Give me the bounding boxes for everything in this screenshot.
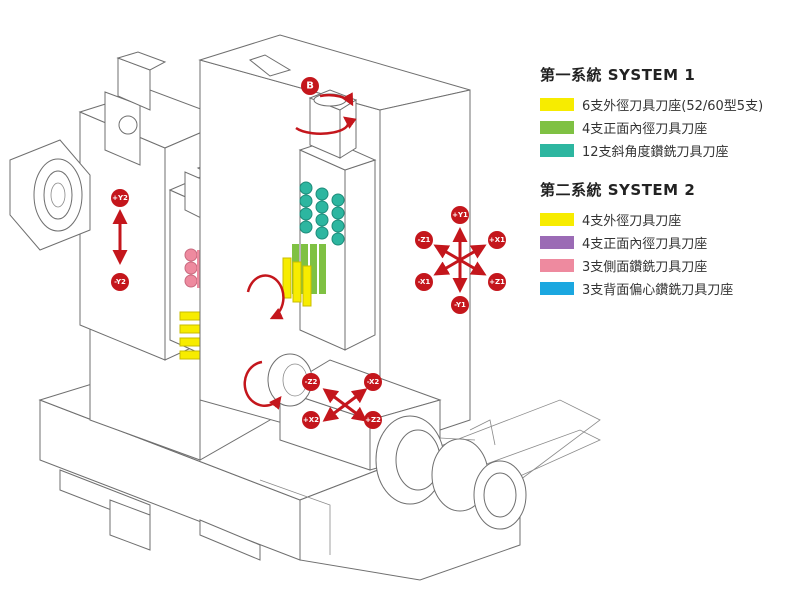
- color-swatch: [540, 143, 574, 157]
- color-swatch: [540, 235, 574, 249]
- axis-x2-plus-label: +X2: [303, 416, 319, 424]
- legend-item-label: 4支正面內徑刀具刀座: [582, 236, 708, 252]
- legend-item: 12支斜角度鑽銑刀具刀座: [540, 139, 790, 161]
- legend-item-label: 12支斜角度鑽銑刀具刀座: [582, 144, 729, 160]
- axis-y2-plus-label: +Y2: [112, 194, 128, 202]
- legend-item-label: 6支外徑刀具刀座(52/60型5支): [582, 98, 764, 114]
- axis-b-label: B: [306, 81, 314, 92]
- axis-y1-plus-label: +Y1: [452, 211, 468, 219]
- system1-yellow-tools: [282, 257, 312, 307]
- axis-z2-minus-badge: -Z2: [302, 373, 320, 391]
- axis1-star-arrows: [433, 227, 487, 293]
- color-swatch: [540, 281, 574, 295]
- axis-b-badge: B: [301, 77, 319, 95]
- axis-z1-plus-label: +Z1: [489, 278, 505, 286]
- legend-item: 3支側面鑽銑刀具刀座: [540, 254, 790, 276]
- right-chuck: [375, 415, 527, 530]
- axis-y1-minus-badge: -Y1: [451, 296, 469, 314]
- axis-z1-minus-badge: -Z1: [415, 231, 433, 249]
- legend-item: 6支外徑刀具刀座(52/60型5支): [540, 93, 790, 115]
- axis-x2-minus-label: -X2: [367, 378, 380, 386]
- legend-system1: 第一系統 SYSTEM 1 6支外徑刀具刀座(52/60型5支) 4支正面內徑刀…: [540, 64, 790, 161]
- legend-system1-title: 第一系統 SYSTEM 1: [540, 66, 696, 84]
- color-swatch: [540, 120, 574, 134]
- rotation-arrows: [243, 92, 357, 410]
- legend-item: 4支正面內徑刀具刀座: [540, 231, 790, 253]
- axis-x2-plus-badge: +X2: [302, 411, 320, 429]
- left-motor: [9, 139, 91, 251]
- legend-item-label: 4支正面內徑刀具刀座: [582, 121, 708, 137]
- axis-z1-plus-badge: +Z1: [488, 273, 506, 291]
- legend-system2-title: 第二系統 SYSTEM 2: [540, 181, 696, 199]
- axis-x1-plus-badge: +X1: [488, 231, 506, 249]
- axis-z2-plus-badge: +Z2: [364, 411, 382, 429]
- axis-y2-plus-badge: +Y2: [111, 189, 129, 207]
- axis-z1-minus-label: -Z1: [418, 236, 431, 244]
- axis-x1-plus-label: +X1: [489, 236, 505, 244]
- axis-z2-plus-label: +Z2: [365, 416, 381, 424]
- color-swatch: [540, 258, 574, 272]
- axis2-cross-arrows: [322, 388, 368, 422]
- axis-y2-minus-badge: -Y2: [111, 273, 129, 291]
- axis-x2-minus-badge: -X2: [364, 373, 382, 391]
- axis-y1-minus-label: -Y1: [454, 301, 466, 309]
- axis-x1-minus-badge: -X1: [415, 273, 433, 291]
- axis-y1-plus-badge: +Y1: [451, 206, 469, 224]
- system1-teal-tools: [299, 181, 345, 246]
- axis-y2-minus-label: -Y2: [114, 278, 126, 286]
- axis-z2-minus-label: -Z2: [305, 378, 318, 386]
- legend-system2: 第二系統 SYSTEM 2 4支外徑刀具刀座 4支正面內徑刀具刀座 3支側面鑽銑…: [540, 179, 790, 299]
- color-swatch: [540, 212, 574, 226]
- legend-item: 4支外徑刀具刀座: [540, 208, 790, 230]
- legend: 第一系統 SYSTEM 1 6支外徑刀具刀座(52/60型5支) 4支正面內徑刀…: [540, 64, 790, 317]
- legend-item-label: 3支側面鑽銑刀具刀座: [582, 259, 708, 275]
- legend-item: 4支正面內徑刀具刀座: [540, 116, 790, 138]
- legend-item: 3支背面偏心鑽銑刀具刀座: [540, 277, 790, 299]
- axis-x1-minus-label: -X1: [418, 278, 431, 286]
- legend-item-label: 4支外徑刀具刀座: [582, 213, 682, 229]
- color-swatch: [540, 97, 574, 111]
- legend-item-label: 3支背面偏心鑽銑刀具刀座: [582, 282, 734, 298]
